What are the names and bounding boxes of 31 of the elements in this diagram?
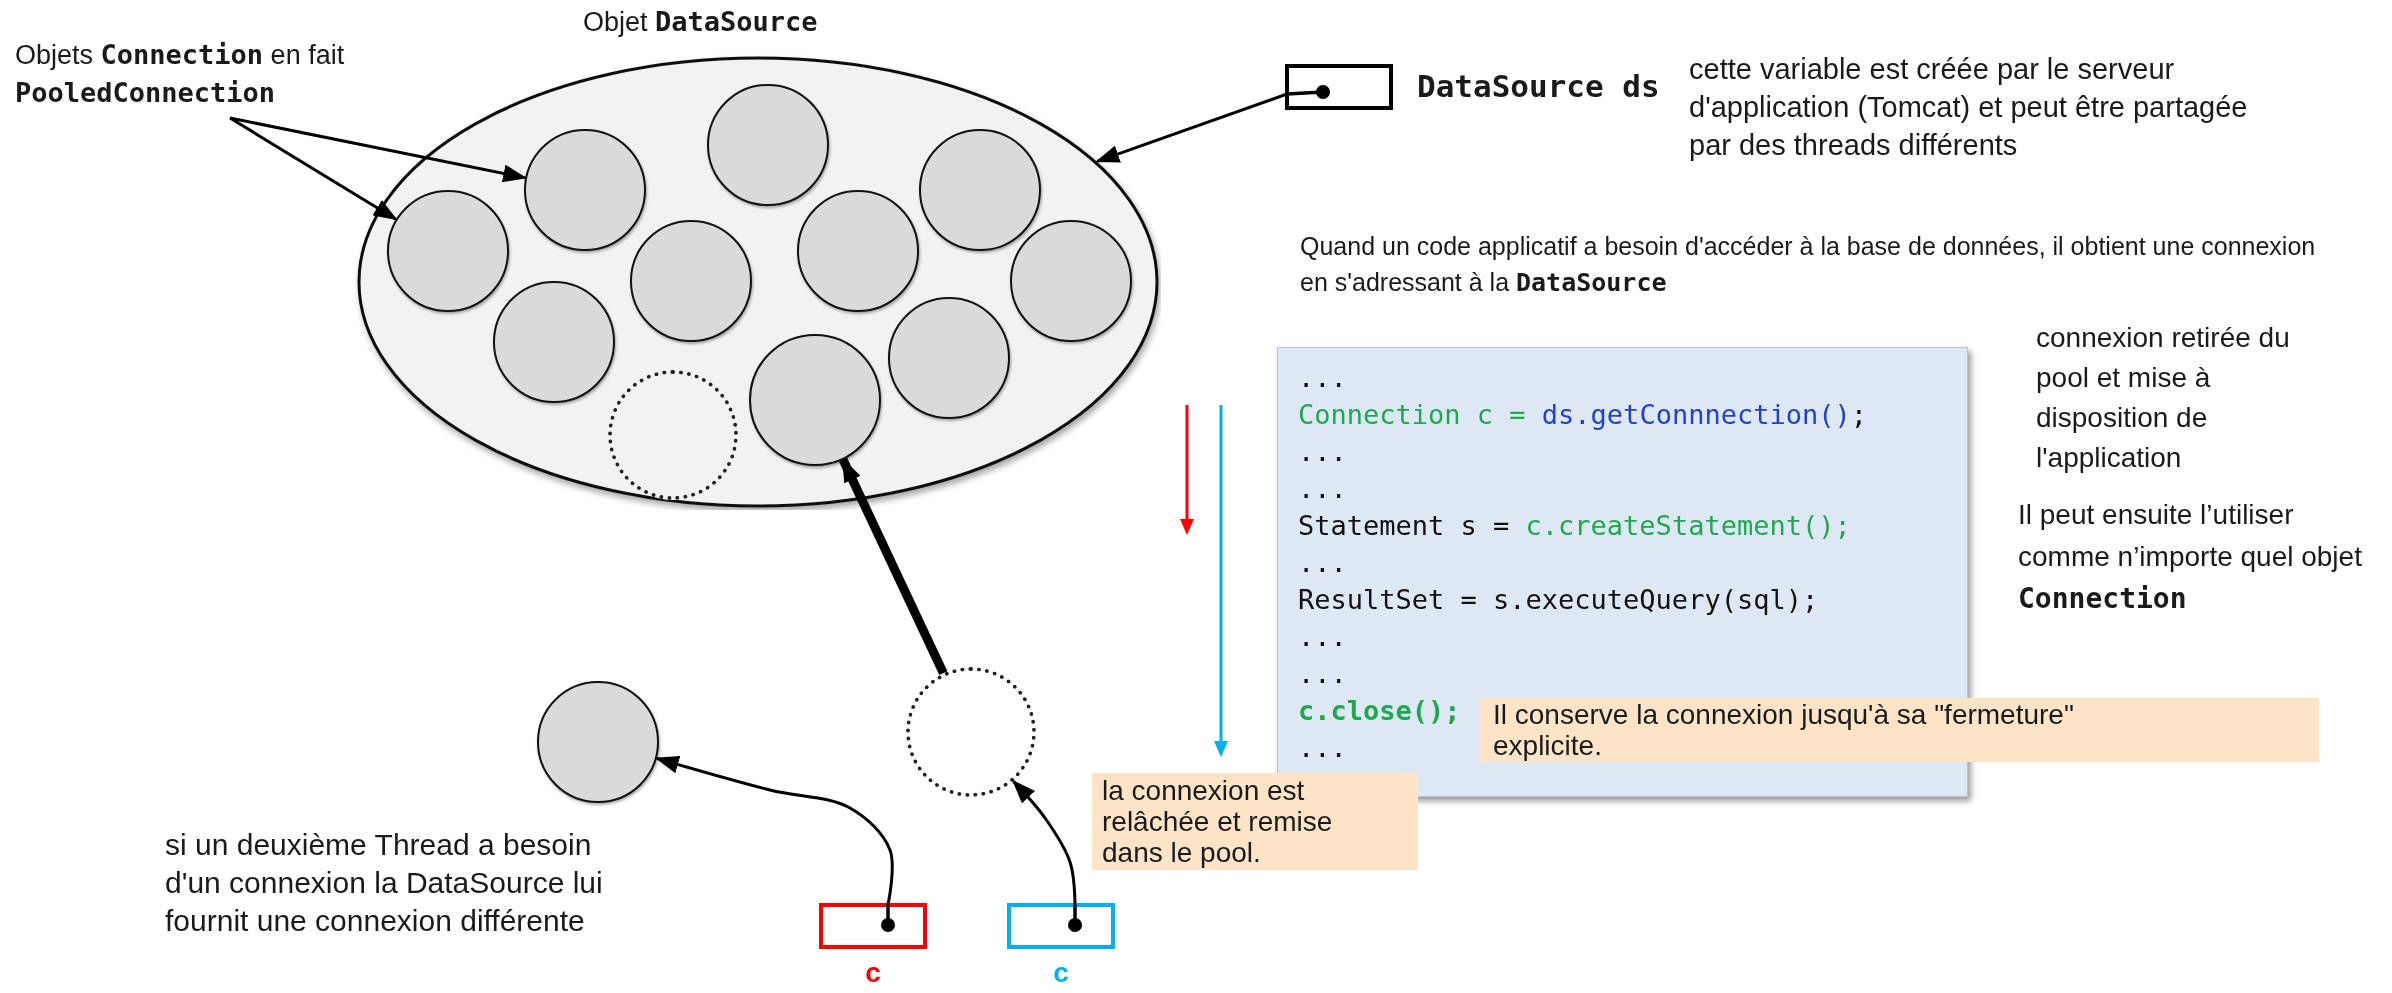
variable-name: DataSource ds xyxy=(1417,68,1660,104)
paragraph-text: Quand un code applicatif a besoin d'accéder à la base de données, il obtient une connexion en s'adressant à la DataSource xyxy=(1300,231,2317,299)
code-line: c.close(); xyxy=(1298,695,1461,727)
code-line: ... xyxy=(1298,658,1347,690)
variable-name: c xyxy=(864,957,882,989)
code-line: Connection c = ds.getConnnection(); xyxy=(1298,399,1867,431)
code-line: ... xyxy=(1298,362,1347,394)
note-box xyxy=(1092,773,1418,870)
code-line: ResultSet = s.executeQuery(sql); xyxy=(1298,584,1819,616)
arrow xyxy=(229,116,528,183)
arrow xyxy=(1012,779,1077,906)
note-text: Il conserve la connexion jusqu'à sa "fermeture" explicite. xyxy=(1493,699,2075,761)
callout-text: Objets Connection en fait PooledConnection xyxy=(15,38,346,110)
note-tooltip xyxy=(1479,698,2319,762)
arrow xyxy=(654,755,894,906)
arrow xyxy=(229,116,398,221)
annotation-text: Il peut ensuite l’utiliser comme n’importe quel objet Connection xyxy=(2018,498,2363,617)
variable-name: c xyxy=(1052,957,1070,989)
code-line: ... xyxy=(1298,436,1347,468)
code-line: ... xyxy=(1298,547,1347,579)
annotation-text: connexion retirée du pool et mise à disposition de l'application xyxy=(2036,321,2291,475)
code-line: Statement s = c.createStatement(); xyxy=(1298,510,1851,542)
note-text: la connexion est relâchée et remise dans le pool. xyxy=(1102,775,1334,868)
arrow xyxy=(1095,92,1288,163)
code-line: ... xyxy=(1298,621,1347,653)
code-line: ... xyxy=(1298,732,1347,764)
ellipse-title: Objet DataSource xyxy=(583,6,818,38)
annotation-text: si un deuxième Thread a besoin d'un connexion la DataSource lui fournit une connexion différente xyxy=(165,827,604,939)
arrow xyxy=(839,457,948,676)
description-text: cette variable est créée par le serveur d'application (Tomcat) et peut être partagée par des threads différents xyxy=(1689,52,2249,163)
code-line: ... xyxy=(1298,473,1347,505)
